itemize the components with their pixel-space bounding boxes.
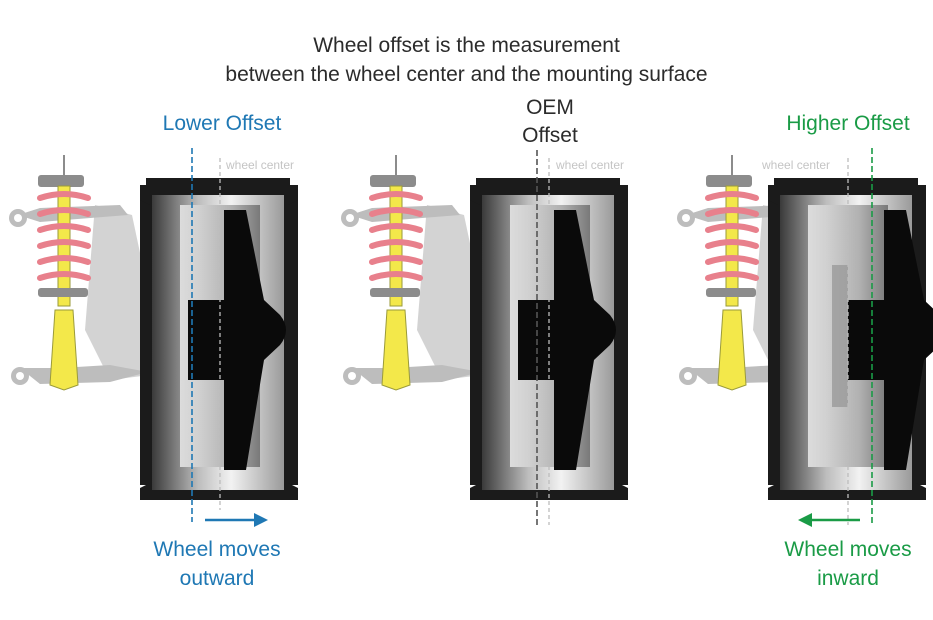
diagram-title-line-1: Wheel offset is the measurement [313,34,620,57]
wheel-center-label-right: wheel center [762,158,831,172]
hub-plate-right [832,265,848,407]
suspension-assembly-center [341,155,482,390]
caption-lower-line-1: Wheel moves [153,538,281,561]
suspension-assembly-left [9,155,150,390]
heading-oem-line-2: Offset [522,124,578,147]
diagram-title-line-2: between the wheel center and the mountin… [225,63,708,86]
heading-lower-offset: Lower Offset [162,112,282,135]
arrow-left-icon [798,513,812,527]
heading-oem-line-1: OEM [526,96,574,119]
panel-lower-offset [9,148,298,527]
caption-lower-line-2: outward [179,567,255,590]
panel-oem-offset [341,150,628,525]
arrow-right-icon [254,513,268,527]
caption-higher-line-2: inward [817,567,879,590]
caption-higher-line-1: Wheel moves [784,538,912,561]
heading-higher-offset: Higher Offset [786,112,910,135]
wheel-center-label-left: wheel center [226,158,295,172]
panel-higher-offset [677,148,933,527]
wheel-center-label-center: wheel center [556,158,625,172]
